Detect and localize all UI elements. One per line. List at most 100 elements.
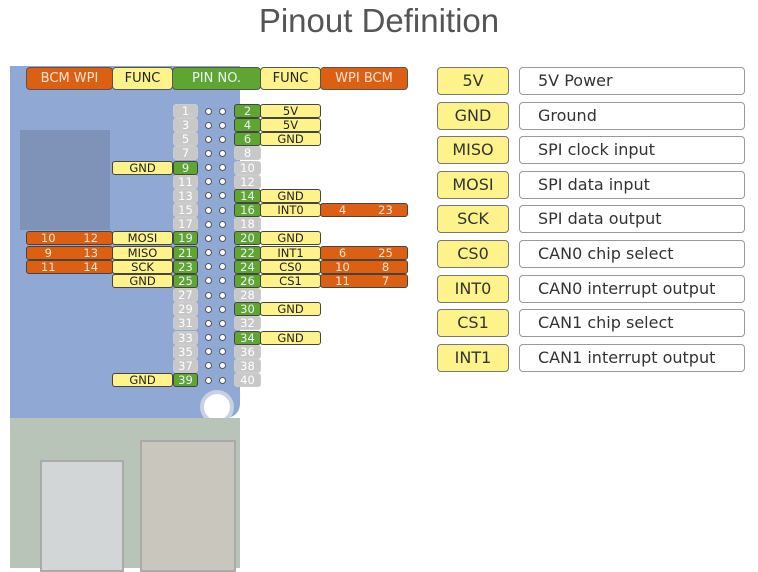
wpi-number: 12 — [83, 231, 99, 246]
pin-23-header-hole — [205, 263, 212, 271]
legend-desc-5v: 5V Power — [519, 67, 745, 95]
legend-desc-cs1: CAN1 chip select — [519, 309, 745, 338]
pin-6-header-hole — [219, 135, 226, 143]
pin-27: 27 — [173, 288, 198, 303]
pin-10-header-hole — [219, 164, 226, 172]
pin-2-header-hole — [219, 107, 226, 115]
pin-10: 10 — [234, 160, 261, 175]
pin-12-header-hole — [219, 178, 226, 186]
pin-25-header-hole — [205, 277, 212, 285]
func-label-pin-22: INT1 — [260, 245, 321, 260]
func-label-pin-34: GND — [260, 330, 321, 345]
pin-7-header-hole — [205, 149, 212, 157]
pin-23: 23 — [173, 259, 198, 274]
wpi-number: 14 — [83, 259, 99, 274]
bcm-number: 25 — [378, 245, 393, 260]
pin-22-header-hole — [219, 249, 226, 257]
pin-35-header-hole — [205, 348, 212, 356]
legend-key-5v: 5V — [437, 67, 509, 95]
legend-key-cs1: CS1 — [437, 309, 509, 338]
header-pin-no: PIN NO. — [172, 67, 261, 90]
func-label-pin-14: GND — [260, 188, 321, 203]
pin-9: 9 — [173, 160, 198, 175]
pin-15-header-hole — [205, 206, 212, 214]
pin-13-header-hole — [205, 192, 212, 200]
pin-18-header-hole — [219, 220, 226, 228]
pin-6: 6 — [234, 132, 261, 147]
pin-37-header-hole — [205, 362, 212, 370]
pin-17-header-hole — [205, 220, 212, 228]
pin-37: 37 — [173, 358, 198, 373]
pin-5: 5 — [173, 132, 198, 147]
pin-36-header-hole — [219, 348, 226, 356]
pin-32: 32 — [234, 316, 261, 331]
pin-34-header-hole — [219, 334, 226, 342]
pin-21-header-hole — [205, 249, 212, 257]
func-label-pin-6: GND — [260, 132, 321, 147]
pin-27-header-hole — [205, 291, 212, 299]
pin-28-header-hole — [219, 291, 226, 299]
pin-33: 33 — [173, 330, 198, 345]
func-label-pin-9: GND — [112, 160, 173, 175]
pin-8: 8 — [234, 146, 261, 161]
pin-11-header-hole — [205, 178, 212, 186]
pin-11: 11 — [173, 174, 198, 189]
func-label-pin-19: MOSI — [112, 231, 173, 246]
func-label-pin-21: MISO — [112, 245, 173, 260]
func-label-pin-30: GND — [260, 302, 321, 317]
pin-26-header-hole — [219, 277, 226, 285]
pin-1: 1 — [173, 104, 198, 118]
pin-36: 36 — [234, 344, 261, 359]
pin-26: 26 — [234, 273, 261, 288]
func-label-pin-25: GND — [112, 273, 173, 288]
legend-key-miso: MISO — [437, 136, 509, 165]
header-wpi-bcm-right: WPI BCM — [320, 67, 408, 90]
pin-16-header-hole — [219, 206, 226, 214]
pin-12: 12 — [234, 174, 261, 189]
pin-22: 22 — [234, 245, 261, 260]
func-label-pin-26: CS1 — [260, 273, 321, 288]
legend-key-int0: INT0 — [437, 274, 509, 303]
pin-5-header-hole — [205, 135, 212, 143]
legend-desc-mosi: SPI data input — [519, 170, 745, 199]
legend-key-int1: INT1 — [437, 343, 509, 372]
bcm-number: 23 — [378, 203, 393, 218]
header-bcm-wpi-left: BCM WPI — [26, 67, 113, 90]
pin-24: 24 — [234, 259, 261, 274]
pin-1-header-hole — [205, 107, 212, 115]
ethernet-port-image — [140, 440, 236, 572]
func-label-pin-2: 5V — [260, 104, 321, 118]
legend-desc-int0: CAN0 interrupt output — [519, 274, 745, 303]
bcm-number: 8 — [381, 259, 390, 274]
legend-desc-cs0: CAN0 chip select — [519, 240, 745, 268]
usb-port-image — [40, 460, 124, 572]
legend-desc-miso: SPI clock input — [519, 136, 745, 165]
pin-40-header-hole — [219, 376, 226, 384]
pin-20: 20 — [234, 231, 261, 246]
pin-31-header-hole — [205, 319, 212, 327]
pin-39: 39 — [173, 373, 198, 388]
legend-desc-int1: CAN1 interrupt output — [519, 343, 745, 372]
func-label-pin-24: CS0 — [260, 259, 321, 274]
pin-29-header-hole — [205, 305, 212, 313]
legend-desc-gnd: Ground — [519, 101, 745, 130]
legend-desc-sck: SPI data output — [519, 205, 745, 234]
pin-18: 18 — [234, 217, 261, 232]
pin-33-header-hole — [205, 334, 212, 342]
page-title: Pinout Definition — [258, 2, 500, 39]
pin-39-header-hole — [205, 376, 212, 384]
pin-14-header-hole — [219, 192, 226, 200]
pin-24-header-hole — [219, 263, 226, 271]
pin-40: 40 — [234, 373, 261, 388]
pin-13: 13 — [173, 188, 198, 203]
func-label-pin-20: GND — [260, 231, 321, 246]
func-label-pin-16: INT0 — [260, 203, 321, 218]
pin-4: 4 — [234, 118, 261, 133]
pin-7: 7 — [173, 146, 198, 161]
pin-28: 28 — [234, 288, 261, 303]
